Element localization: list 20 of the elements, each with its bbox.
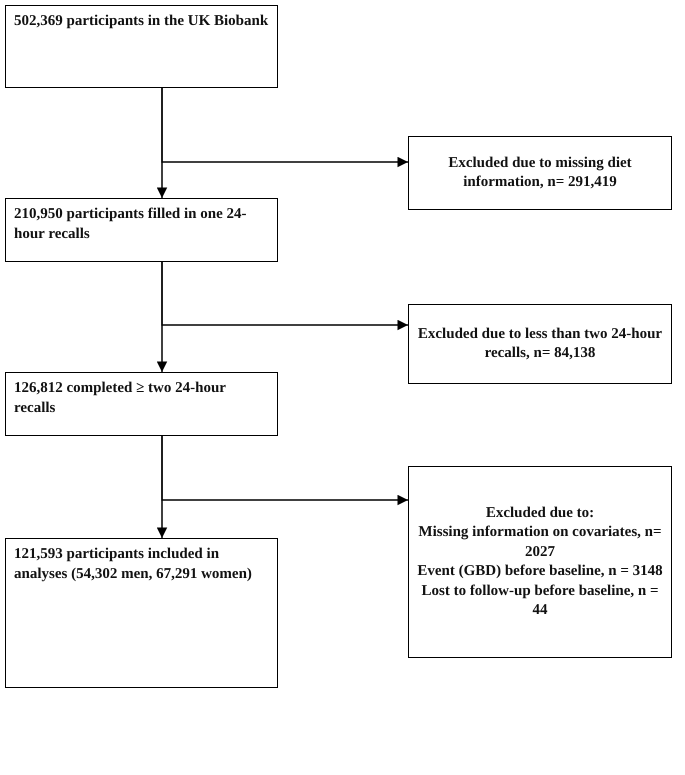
box-text: Excluded due to: (484, 504, 596, 522)
flow-box (5, 5, 278, 88)
box-text: Lost to follow-up before baseline, n = 44 (420, 582, 660, 620)
flow-box (5, 372, 278, 436)
box-text: 121,593 participants included in analyses (54,302 men, 67,291 women) (14, 545, 253, 584)
box-text: 502,369 participants in the UK Biobank (14, 12, 269, 31)
flow-box (408, 136, 672, 210)
arrow (161, 88, 408, 168)
flow-box (408, 466, 672, 658)
box-text: Event (GBD) before baseline, n = 3148 (417, 562, 663, 581)
arrow (161, 262, 408, 330)
box-text: Excluded due to missing diet information, n= 291,419 (447, 154, 633, 192)
flow-box (408, 304, 672, 384)
box-text: Missing information on covariates, n= 2027 (417, 523, 663, 562)
box-text: 210,950 participants filled in one 24-hour recalls (14, 205, 248, 244)
flow-box (5, 538, 278, 688)
box-text: 126,812 completed ≥ two 24-hour recalls (14, 379, 227, 418)
box-text: Excluded due to less than two 24-hour recalls, n= 84,138 (417, 324, 663, 363)
flow-box (5, 198, 278, 262)
arrow (161, 436, 408, 506)
